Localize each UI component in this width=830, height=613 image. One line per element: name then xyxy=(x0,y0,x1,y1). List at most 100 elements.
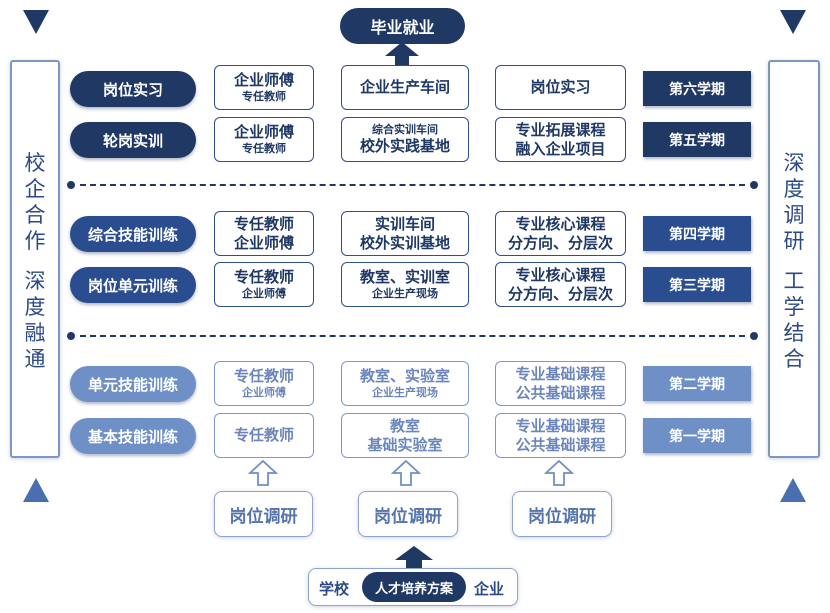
training-plan-bar: 学校 人才培养方案 企业 xyxy=(308,568,518,606)
separator-dashed-line xyxy=(80,184,745,186)
stage-label: 单元技能训练 xyxy=(87,375,178,394)
arrow-up-icon xyxy=(395,546,433,572)
teacher-box: 企业师傅 专任教师 xyxy=(214,117,314,162)
triangle-down-icon xyxy=(780,10,806,34)
semester-text: 第一学期 xyxy=(669,428,725,445)
box-line: 企业师傅 xyxy=(242,386,286,399)
box-line: 基础实验室 xyxy=(367,435,443,454)
box-line: 专任教师 xyxy=(233,214,294,233)
stage-pill: 单元技能训练 xyxy=(70,366,196,402)
right-char: 调 xyxy=(783,203,805,227)
triangle-up-icon xyxy=(23,478,49,502)
venue-box: 教室、实训室 企业生产现场 xyxy=(341,262,469,307)
separator-dot xyxy=(750,332,758,340)
box-line: 专业拓展课程 xyxy=(515,120,606,139)
left-panel-line2: 深 度 融 通 xyxy=(25,268,46,372)
course-box: 专业拓展课程 融入企业项目 xyxy=(495,117,626,162)
box-line: 专任教师 xyxy=(242,90,286,103)
school-label: 学校 xyxy=(319,580,350,598)
separator-dot xyxy=(67,332,75,340)
left-char: 企 xyxy=(24,177,46,201)
stage-label: 岗位单元训练 xyxy=(87,276,178,295)
venue-box: 教室、实验室 企业生产现场 xyxy=(341,361,469,406)
box-line: 专业核心课程 xyxy=(515,265,606,284)
box-line: 企业师傅 xyxy=(233,233,294,252)
box-line: 专业基础课程 xyxy=(515,364,606,383)
course-box: 专业核心课程 分方向、分层次 xyxy=(495,211,626,256)
triangle-up-icon xyxy=(780,478,806,502)
left-char: 校 xyxy=(24,151,46,175)
teacher-box: 专任教师 企业师傅 xyxy=(214,211,314,256)
semester-label: 第三学期 xyxy=(643,267,751,302)
graduation-label: 毕业就业 xyxy=(370,18,435,37)
separator-dot xyxy=(67,181,75,189)
hollow-arrow-up-icon xyxy=(391,459,421,486)
separator-dot xyxy=(750,181,758,189)
job-research-box: 岗位调研 xyxy=(358,491,458,537)
stage-pill: 岗位单元训练 xyxy=(70,267,196,303)
semester-text: 第三学期 xyxy=(669,277,725,294)
job-research-box: 岗位调研 xyxy=(512,491,612,537)
semester-text: 第五学期 xyxy=(669,132,725,149)
course-box: 专业基础课程 公共基础课程 xyxy=(495,413,626,458)
box-line: 企业生产车间 xyxy=(359,78,450,96)
box-line: 专业基础课程 xyxy=(515,416,606,435)
box-line: 岗位实习 xyxy=(530,78,591,96)
box-line: 专任教师 xyxy=(233,268,294,286)
course-box: 专业核心课程 分方向、分层次 xyxy=(495,262,626,307)
right-side-panel: 深 度 调 研 工 学 结 合 xyxy=(768,60,820,458)
training-plan-pill: 人才培养方案 xyxy=(362,572,466,602)
box-line: 公共基础课程 xyxy=(515,435,606,454)
right-char: 学 xyxy=(783,295,805,319)
box-line: 融入企业项目 xyxy=(515,139,606,158)
left-panel-line1: 校 企 合 作 xyxy=(25,150,46,254)
job-research-box: 岗位调研 xyxy=(214,491,313,537)
semester-text: 第六学期 xyxy=(669,81,725,98)
stage-pill: 轮岗实训 xyxy=(70,122,196,158)
left-char: 通 xyxy=(24,347,46,371)
stage-pill: 基本技能训练 xyxy=(70,418,196,454)
stage-label: 基本技能训练 xyxy=(87,427,178,446)
stage-pill: 综合技能训练 xyxy=(70,216,196,252)
left-char: 度 xyxy=(24,295,46,319)
teacher-box: 专任教师 xyxy=(214,413,314,458)
box-line: 综合实训车间 xyxy=(372,123,438,136)
right-panel-line1: 深 度 调 研 xyxy=(784,150,805,254)
semester-label: 第四学期 xyxy=(643,216,751,251)
box-line: 公共基础课程 xyxy=(515,383,606,402)
arrow-up-icon xyxy=(385,42,419,66)
semester-label: 第一学期 xyxy=(643,418,751,453)
left-char: 合 xyxy=(24,203,46,227)
box-line: 企业生产现场 xyxy=(372,386,438,399)
right-char: 度 xyxy=(783,177,805,201)
right-char: 研 xyxy=(783,229,805,253)
box-line: 分方向、分层次 xyxy=(507,284,613,303)
training-plan-label: 人才培养方案 xyxy=(374,581,453,597)
hollow-arrow-up-icon xyxy=(544,459,574,486)
stage-label: 综合技能训练 xyxy=(87,225,178,244)
course-box: 岗位实习 xyxy=(495,65,626,110)
semester-text: 第二学期 xyxy=(669,376,725,393)
enterprise-label: 企业 xyxy=(474,580,505,598)
box-line: 分方向、分层次 xyxy=(507,233,613,252)
left-char: 深 xyxy=(24,269,46,293)
hollow-arrow-up-icon xyxy=(248,459,278,486)
semester-text: 第四学期 xyxy=(669,226,725,243)
box-line: 教室 xyxy=(389,416,420,435)
separator-dashed-line xyxy=(80,335,745,337)
graduation-employment-pill: 毕业就业 xyxy=(340,8,465,44)
course-box: 专业基础课程 公共基础课程 xyxy=(495,361,626,406)
box-line: 企业生产现场 xyxy=(372,287,438,300)
semester-label: 第五学期 xyxy=(643,122,751,157)
left-char: 融 xyxy=(24,321,46,345)
box-line: 专任教师 xyxy=(233,367,294,385)
right-panel-line2: 工 学 结 合 xyxy=(784,268,805,372)
teacher-box: 企业师傅 专任教师 xyxy=(214,65,314,110)
box-line: 实训车间 xyxy=(374,214,435,233)
box-line: 专业核心课程 xyxy=(515,214,606,233)
venue-box: 教室 基础实验室 xyxy=(341,413,469,458)
box-line: 企业师傅 xyxy=(233,123,294,141)
research-label: 岗位调研 xyxy=(374,506,442,527)
box-line: 企业师傅 xyxy=(242,287,286,300)
stage-label: 轮岗实训 xyxy=(102,131,163,150)
